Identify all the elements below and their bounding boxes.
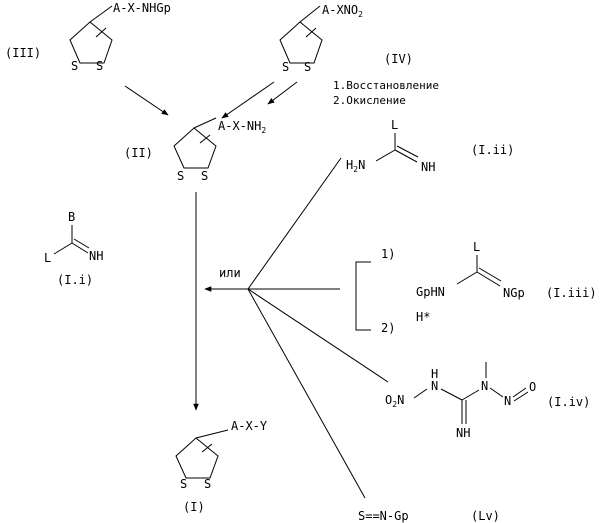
- substituent-I: A-X-Y: [231, 419, 268, 433]
- bracket-step-2: 2): [381, 321, 395, 335]
- sulfur-III-1: S: [71, 59, 78, 73]
- compound-I-iv: O2N H N NH N N O (I.iv): [385, 362, 590, 440]
- atom-NGp: NGp: [503, 286, 525, 300]
- atom-N-iv-1: N: [431, 379, 438, 393]
- substituent-II: A-X-NH2: [218, 119, 266, 135]
- atom-NH-ii: NH: [421, 160, 435, 174]
- label-IV: (IV): [384, 52, 413, 66]
- reagent-fan: [205, 158, 388, 498]
- compound-I: A-X-Y S S (I): [176, 419, 268, 514]
- sulfur-II-2: S: [201, 169, 208, 183]
- step-oxidation: 2.Окисление: [333, 94, 406, 107]
- atom-H2N: H2N: [346, 158, 365, 174]
- arrow-IV-to-II-b: [268, 82, 297, 104]
- atom-L-iii: L: [473, 240, 480, 254]
- atom-L-i: L: [44, 251, 51, 265]
- label-Lv: (Lv): [471, 509, 500, 523]
- atom-O2N: O2N: [385, 393, 404, 409]
- label-I-iv: (I.iv): [547, 395, 590, 409]
- dithiolane-ring-II: [174, 128, 216, 168]
- bracket-step-1: 1): [381, 247, 395, 261]
- formula-Lv: S==N-Gp: [358, 509, 409, 523]
- acid-h-star: H*: [416, 310, 430, 324]
- or-label: или: [219, 266, 241, 280]
- compound-I-ii: L H2N NH (I.ii): [346, 118, 514, 174]
- compound-IV: A-XNO2 S S (IV) 1.Восстановление 2.Окисл…: [280, 3, 439, 107]
- label-II: (II): [124, 146, 153, 160]
- label-I-iii: (I.iii): [546, 286, 597, 300]
- atom-NH-iv: NH: [456, 426, 470, 440]
- compound-I-i: B L NH (I.i): [44, 210, 103, 287]
- atom-N-iv-3: N: [504, 394, 511, 408]
- arrow-III-to-II: [125, 86, 168, 115]
- substituent-III: A-X-NHGp: [113, 1, 171, 15]
- atom-L-ii: L: [391, 118, 398, 132]
- step-reduction: 1.Восстановление: [333, 79, 439, 92]
- label-I-ii: (I.ii): [471, 143, 514, 157]
- atom-N-iv-2: N: [481, 379, 488, 393]
- atom-O-iv: O: [529, 380, 536, 394]
- sulfur-III-2: S: [96, 59, 103, 73]
- compound-III: A-X-NHGp S S (III): [5, 1, 171, 73]
- reagent-bracket: [356, 262, 371, 330]
- label-III: (III): [5, 46, 41, 60]
- sulfur-IV-2: S: [304, 60, 311, 74]
- atom-GpHN: GpHN: [416, 285, 445, 299]
- compound-I-iii: L GpHN NGp (I.iii): [416, 240, 597, 300]
- atom-NH-i: NH: [89, 249, 103, 263]
- sulfur-II-1: S: [177, 169, 184, 183]
- sulfur-IV-1: S: [282, 60, 289, 74]
- sulfur-I-2: S: [204, 477, 211, 491]
- label-I-i: (I.i): [57, 273, 93, 287]
- compound-II: A-X-NH2 S S (II): [124, 118, 266, 183]
- label-I: (I): [183, 500, 205, 514]
- atom-B: B: [68, 210, 75, 224]
- sulfur-I-1: S: [180, 477, 187, 491]
- substituent-IV: A-XNO2: [322, 3, 363, 19]
- arrow-IV-to-II-a: [222, 82, 274, 118]
- compound-Lv: S==N-Gp (Lv): [358, 509, 500, 523]
